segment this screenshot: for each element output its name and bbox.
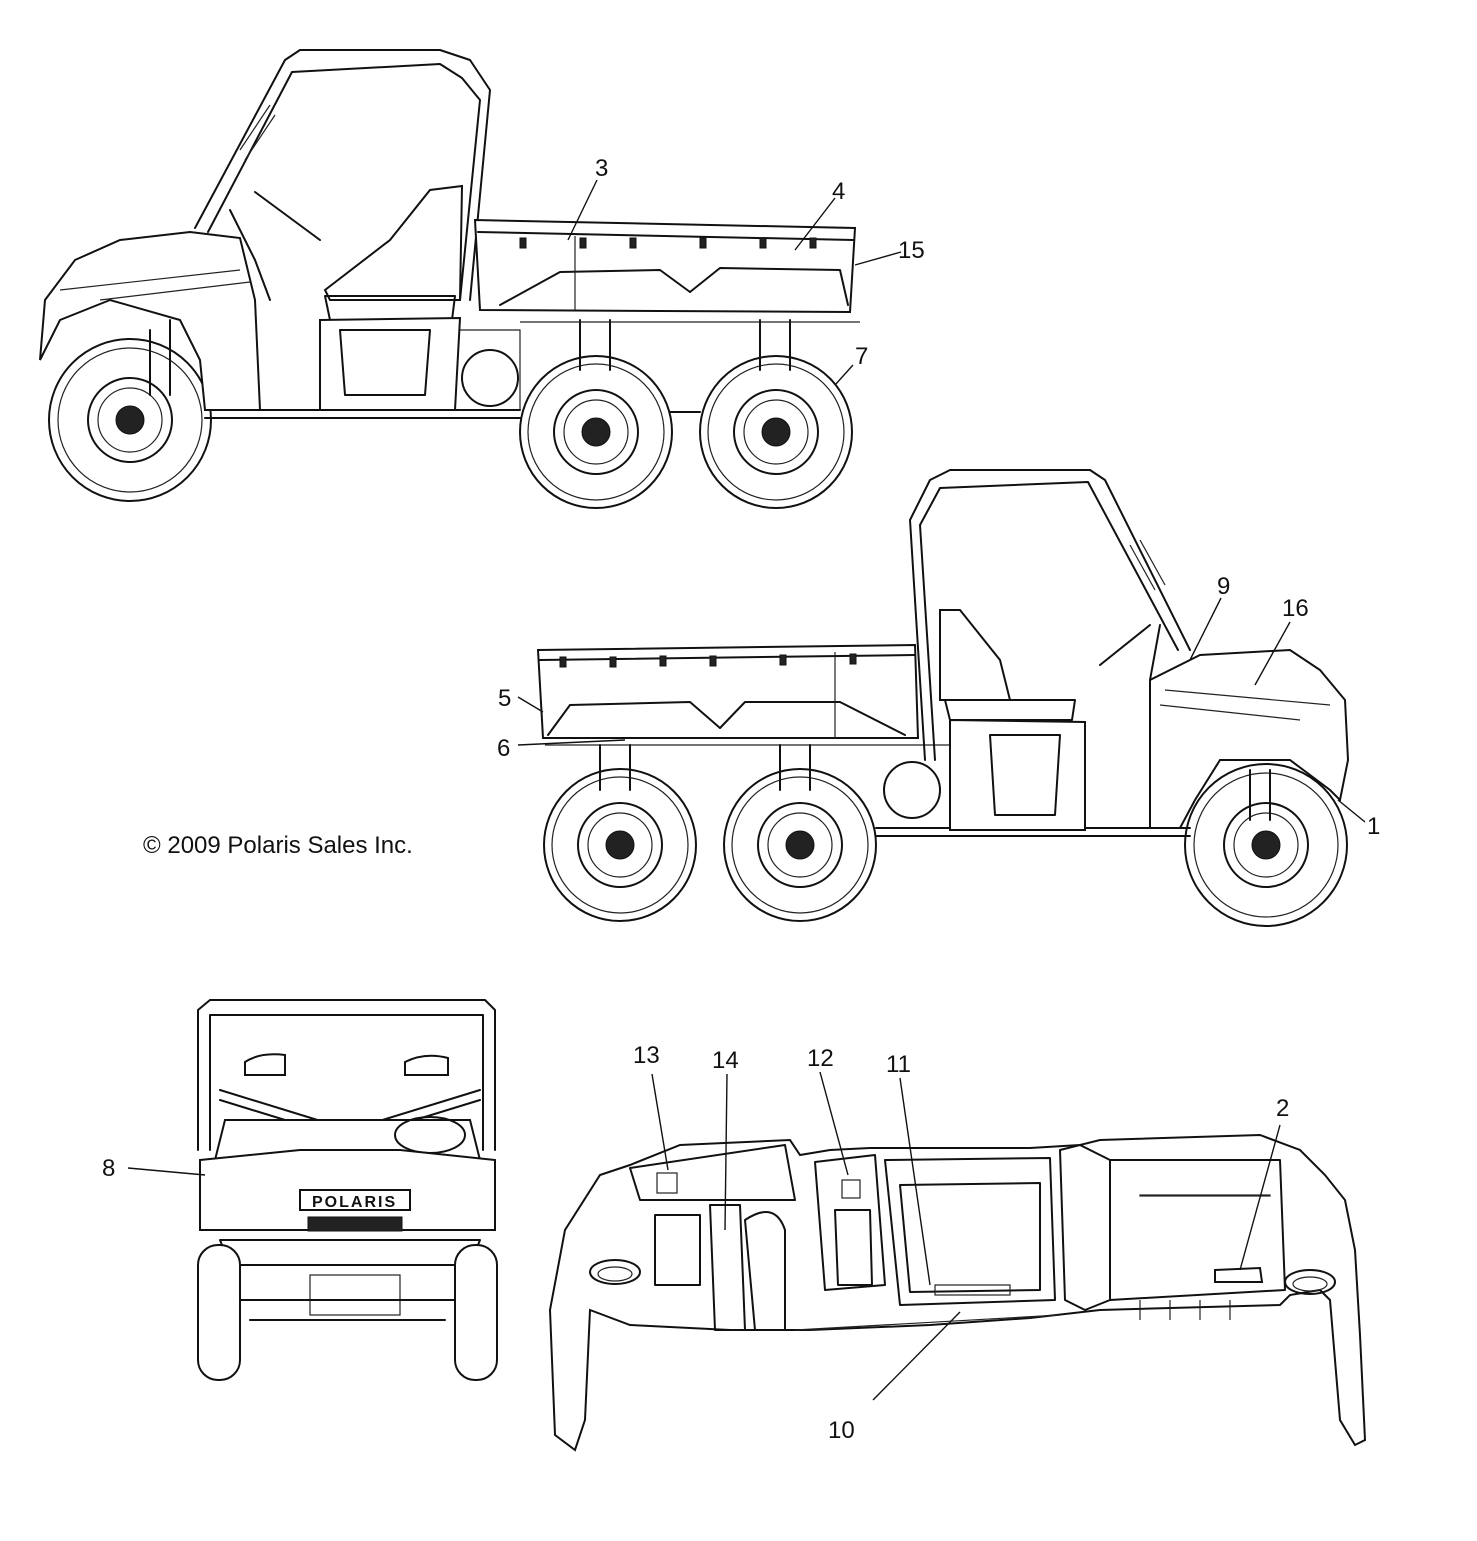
- callout-3: 3: [595, 155, 608, 182]
- cargo-box-r: [536, 643, 920, 739]
- middle-wheel: [519, 355, 673, 509]
- callout-9: 9: [1217, 573, 1230, 600]
- rear-wheel-r: [543, 768, 697, 922]
- left-side-view: [39, 49, 860, 509]
- callout-8: 8: [102, 1155, 115, 1182]
- callout-5: 5: [498, 685, 511, 712]
- callout-11: 11: [886, 1051, 911, 1078]
- callout-numbers: 3 4 15 7 9 16 5 6 1 8 13 14 12 11 2 10: [102, 155, 1380, 1444]
- right-side-view: [536, 469, 1350, 927]
- leader-lines: [127, 179, 1366, 1401]
- callout-1: 1: [1367, 813, 1380, 840]
- front-wheel-r: [1184, 763, 1348, 927]
- front-wheel: [48, 338, 212, 502]
- callout-15: 15: [898, 237, 925, 264]
- callout-16: 16: [1282, 595, 1309, 622]
- rear-wheel: [699, 355, 853, 509]
- callout-14: 14: [712, 1047, 739, 1074]
- callout-10: 10: [828, 1417, 855, 1444]
- callout-4: 4: [832, 178, 845, 205]
- front-view: POLARIS: [197, 999, 498, 1381]
- callout-2: 2: [1276, 1095, 1289, 1122]
- middle-wheel-r: [723, 768, 877, 922]
- callout-7: 7: [855, 343, 868, 370]
- callout-12: 12: [807, 1045, 834, 1072]
- callout-6: 6: [497, 735, 510, 762]
- cargo-box: [473, 218, 857, 314]
- copyright-notice: © 2009 Polaris Sales Inc.: [143, 832, 413, 859]
- cargo-box-detail-view: [548, 1133, 1367, 1452]
- callout-13: 13: [633, 1042, 660, 1069]
- polaris-badge: POLARIS: [312, 1194, 397, 1211]
